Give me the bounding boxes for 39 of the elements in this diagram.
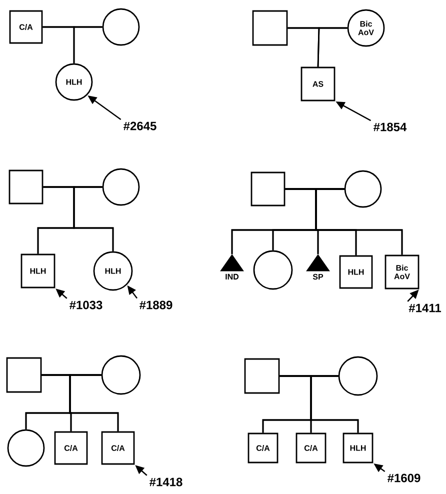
male-square: C/A	[296, 432, 326, 464]
descent-line	[73, 26, 102, 64]
pregnancy-triangle	[220, 254, 244, 272]
male-square: Bic AoV	[384, 254, 420, 290]
female-circle	[338, 356, 378, 396]
male-square: C/A	[101, 431, 135, 465]
male-square	[8, 170, 44, 204]
symbol-label: SP	[312, 274, 324, 280]
pregnancy-triangle	[306, 254, 330, 272]
female-circle	[344, 170, 382, 208]
descent-line	[315, 188, 403, 255]
male-square: HLH	[342, 432, 374, 464]
male-square: C/A	[9, 10, 43, 44]
case-number: #1889	[140, 300, 172, 310]
male-square: HLH	[20, 254, 56, 288]
case-number: #1609	[388, 474, 420, 482]
case-number: #1033	[70, 300, 102, 310]
descent-line	[310, 375, 359, 433]
symbol-label: IND	[226, 274, 239, 280]
descent-line	[317, 27, 348, 67]
case-number: #1411	[408, 304, 442, 312]
male-square	[244, 358, 280, 394]
female-circle	[253, 250, 293, 290]
male-square: AS	[300, 66, 336, 102]
male-square: C/A	[248, 432, 278, 464]
male-square: C/A	[54, 431, 88, 465]
female-circle	[102, 8, 140, 46]
case-number: #1418	[150, 478, 182, 486]
case-number: #1854	[374, 122, 407, 132]
male-square: HLH	[339, 255, 373, 289]
male-square	[6, 357, 42, 393]
descent-line	[69, 374, 119, 432]
male-square	[250, 172, 286, 206]
male-square	[252, 10, 288, 46]
case-number: #2645	[124, 122, 156, 130]
descent-line	[73, 186, 114, 252]
female-circle	[101, 355, 141, 395]
female-circle	[102, 168, 140, 206]
female-circle	[7, 429, 45, 467]
